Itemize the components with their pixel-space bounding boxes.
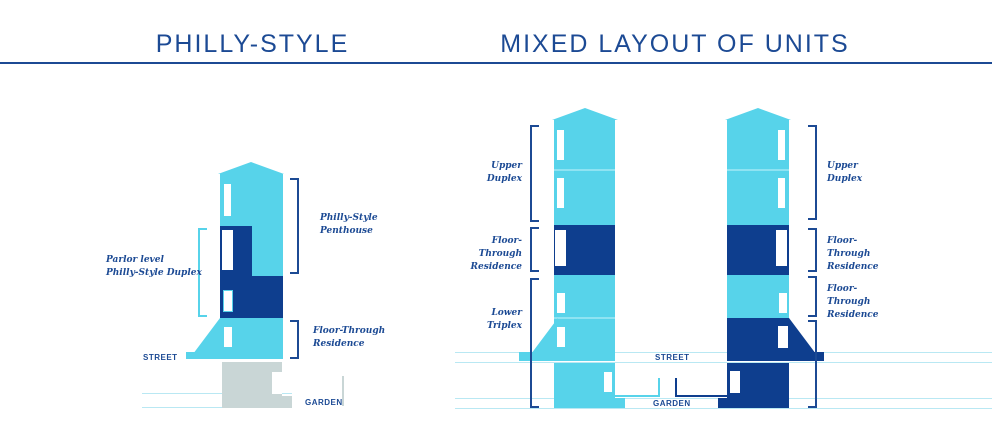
divider [0, 62, 992, 64]
street-label-mixed: STREET [655, 353, 690, 362]
title-philly-style: PHILLY-STYLE [155, 30, 350, 58]
street-label: STREET [143, 353, 178, 362]
garden-label: GARDEN [305, 398, 343, 407]
title-mixed-layout: MIXED LAYOUT OF UNITS [500, 30, 850, 58]
garden-label-mixed: GARDEN [653, 399, 691, 408]
